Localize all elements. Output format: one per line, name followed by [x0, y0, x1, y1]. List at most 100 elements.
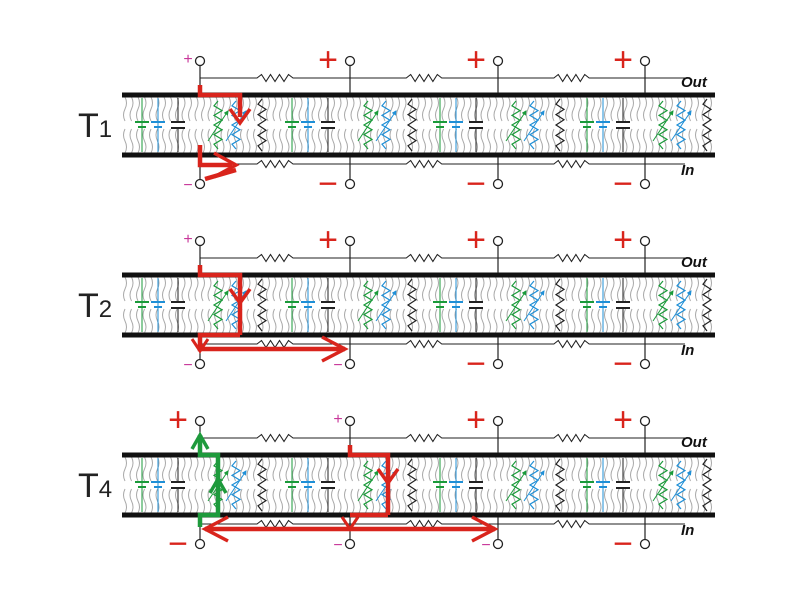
lipid-tail	[688, 128, 693, 154]
lipid-tail	[129, 128, 134, 154]
leak-resistor	[701, 278, 713, 332]
lipid-tail	[597, 308, 602, 334]
lipid-tail	[422, 128, 426, 154]
lipid-tail	[350, 488, 355, 514]
axial-resistor-out	[200, 73, 350, 83]
variable-resistor-blue	[230, 460, 242, 510]
lipid-tail	[246, 488, 251, 514]
lipid-tail	[194, 96, 199, 122]
lipid-tail	[409, 128, 413, 154]
lipid-tail	[181, 488, 186, 514]
lipid-tail	[688, 456, 693, 482]
lipid-tail	[344, 456, 348, 482]
lipid-tail	[467, 96, 472, 122]
lipid-tail	[415, 128, 420, 154]
lipid-tail	[591, 96, 595, 122]
lipid-tail	[428, 276, 433, 302]
lipid-tail	[558, 456, 563, 482]
lipid-tail	[129, 488, 134, 514]
lipid-tail	[383, 308, 387, 334]
lipid-tail	[188, 128, 192, 154]
lipid-tail	[233, 308, 238, 334]
lipid-tail	[162, 276, 166, 302]
lipid-tail	[292, 276, 296, 302]
lipid-tail	[467, 276, 472, 302]
out-label: Out	[681, 74, 708, 91]
lipid-tail	[402, 488, 407, 514]
lipid-bilayer	[123, 456, 712, 514]
lipid-tail	[649, 96, 654, 122]
terminal-bottom	[492, 538, 504, 550]
lipid-tail	[487, 128, 491, 154]
polarity-plus: +	[318, 41, 338, 79]
lipid-tail	[480, 276, 485, 302]
lipid-tail	[519, 308, 524, 334]
lipid-tail	[123, 276, 127, 302]
lipid-tail	[617, 488, 621, 514]
membrane-segment	[433, 458, 566, 512]
lipid-tail	[389, 488, 394, 514]
lipid-tail	[558, 488, 563, 514]
variable-resistor-blue	[528, 280, 540, 330]
lipid-tail	[506, 96, 511, 122]
lipid-tail	[461, 128, 465, 154]
lipid-tail	[188, 456, 192, 482]
lipid-tail	[571, 308, 576, 334]
lipid-tail	[428, 128, 433, 154]
current-arrowhead	[471, 515, 499, 543]
lipid-tail	[142, 128, 147, 154]
axial-resistor-in	[350, 339, 498, 349]
membrane-segment	[433, 278, 566, 332]
lipid-tail	[630, 276, 634, 302]
lipid-tail	[500, 456, 504, 482]
lipid-tail	[610, 308, 615, 334]
variable-resistor-arrow	[505, 290, 527, 322]
lipid-tail	[266, 308, 270, 334]
lipid-tail	[162, 308, 166, 334]
lipid-tail	[656, 308, 660, 334]
lipid-tail	[701, 276, 706, 302]
lipid-tail	[422, 96, 426, 122]
lipid-tail	[597, 488, 602, 514]
lipid-tail	[695, 276, 699, 302]
lipid-tail	[597, 96, 602, 122]
lipid-tail	[578, 96, 582, 122]
lipid-tail	[558, 276, 563, 302]
lipid-tail	[409, 456, 413, 482]
lipid-tail	[227, 128, 231, 154]
lipid-tail	[604, 456, 608, 482]
lipid-tail	[519, 96, 524, 122]
variable-resistor-green	[510, 280, 522, 330]
lipid-tail	[695, 456, 699, 482]
polarity-minus: −	[481, 537, 490, 554]
lipid-tail	[123, 456, 127, 482]
lipid-tail	[506, 128, 511, 154]
in-label: In	[681, 342, 694, 359]
lipid-tail	[688, 308, 693, 334]
lipid-tail	[311, 488, 316, 514]
lipid-tail	[207, 456, 212, 482]
lipid-tail	[331, 276, 335, 302]
lipid-tail	[162, 456, 166, 482]
lipid-tail	[357, 308, 361, 334]
lipid-tail	[656, 456, 660, 482]
lipid-tail	[220, 96, 225, 122]
leak-resistor	[256, 98, 268, 152]
lipid-tail	[363, 128, 368, 154]
lipid-tail	[649, 128, 654, 154]
axial-resistor-out	[498, 253, 645, 263]
variable-resistor-blue	[675, 460, 687, 510]
lipid-tail	[389, 308, 394, 334]
lipid-tail	[207, 308, 212, 334]
lipid-tail	[331, 128, 335, 154]
lipid-tail	[396, 488, 400, 514]
lipid-tail	[623, 488, 628, 514]
lipid-tail	[246, 456, 251, 482]
lipid-tail	[272, 308, 277, 334]
lipid-tail	[279, 488, 283, 514]
lipid-tail	[428, 96, 433, 122]
lipid-tail	[435, 128, 439, 154]
lipid-tail	[623, 276, 628, 302]
variable-resistor-arrow	[670, 110, 692, 142]
polarity-plus: +	[613, 41, 633, 79]
